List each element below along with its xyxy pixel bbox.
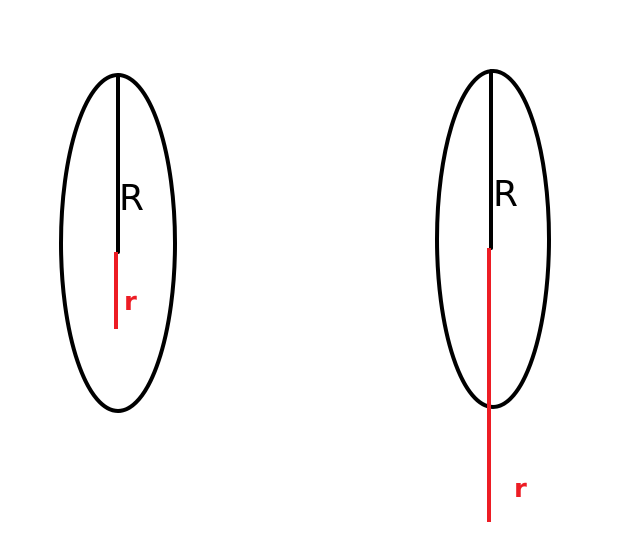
label-r-left: r <box>124 287 137 317</box>
figure-left: R r <box>59 73 177 413</box>
label-R-right: R <box>493 174 518 215</box>
label-R-left: R <box>119 178 144 219</box>
label-r-right: r <box>514 474 527 504</box>
figure-right: R r <box>435 69 551 522</box>
